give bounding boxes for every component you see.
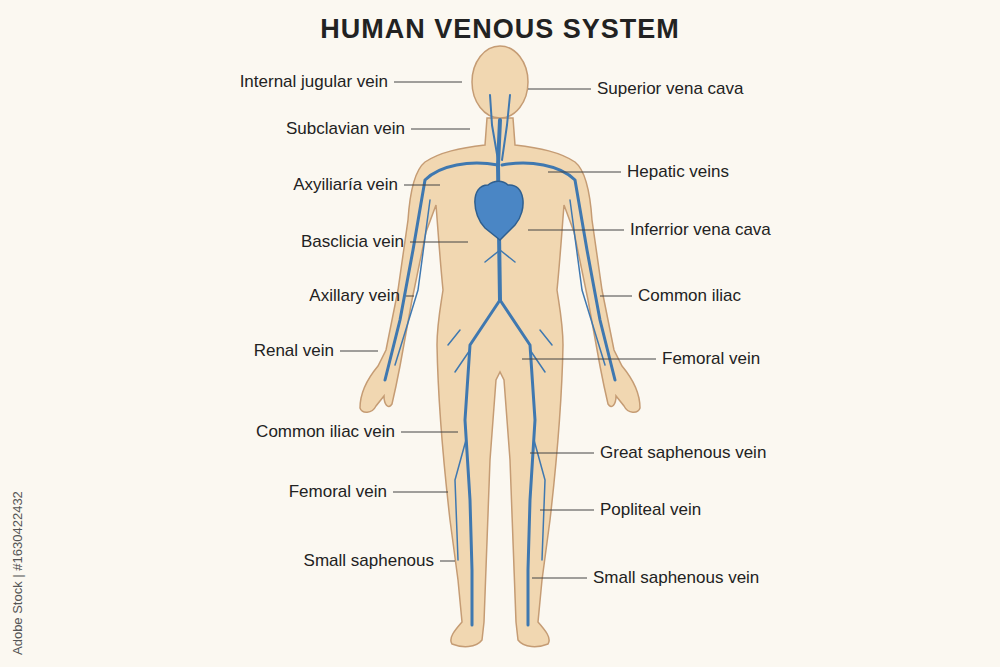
vein-label: Axillary vein (309, 286, 400, 306)
head (472, 46, 528, 118)
vein-label: Internal jugular vein (240, 72, 388, 92)
vein-label: Femoral vein (662, 349, 760, 369)
vein-label: Subclavian vein (286, 119, 405, 139)
vein-label: Small saphenous vein (593, 568, 759, 588)
vein-label: Inferrior vena cava (630, 220, 771, 240)
watermark: Adobe Stock | #1630422432 (10, 491, 26, 655)
veins (385, 95, 615, 625)
vein-label: Hepatic veins (627, 162, 729, 182)
heart (475, 181, 523, 240)
vein-label: Superior vena cava (597, 79, 743, 99)
vein-label: Small saphenous (304, 551, 434, 571)
vein-label: Great saphenous vein (600, 443, 766, 463)
vein-label: Axyiliaría vein (293, 175, 398, 195)
vein-label: Common iliac (638, 286, 741, 306)
vein-label: Common iliac vein (256, 422, 395, 442)
vein-label: Basclicia vein (301, 232, 404, 252)
title: HUMAN VENOUS SYSTEM (0, 14, 1000, 45)
vein-label: Popliteal vein (600, 500, 701, 520)
vein-label: Femoral vein (289, 482, 387, 502)
vein-label: Renal vein (254, 341, 334, 361)
